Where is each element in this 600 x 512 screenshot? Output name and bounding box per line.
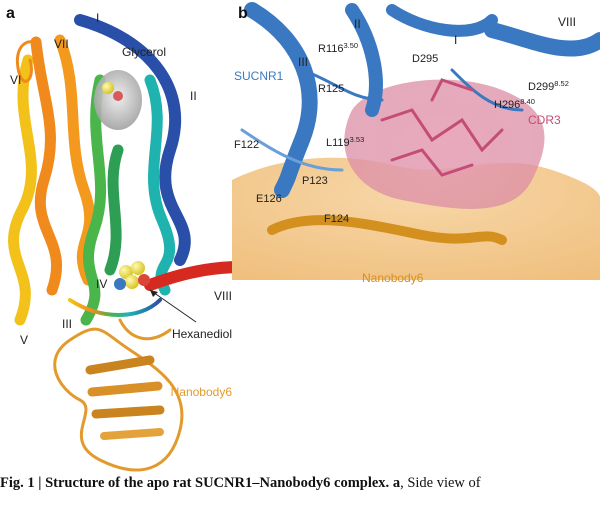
glycerol-ball: [102, 82, 114, 94]
nanobody6-structure: [55, 320, 182, 470]
panel-a: a I II III IV V VI VII VIII Glycerol Hex…: [0, 0, 232, 475]
hexanediol-arrowhead: [150, 290, 158, 297]
residue-p123: P123: [302, 175, 328, 187]
residue-r125: R125: [318, 83, 344, 95]
hexanediol-spheres: [114, 261, 150, 290]
residue-d295: D295: [412, 53, 438, 65]
residue-d299: D2998.52: [528, 79, 569, 93]
helix-label-ii: II: [190, 89, 197, 103]
hexanediol-arrow: [150, 290, 196, 322]
panel-a-letter: a: [6, 5, 15, 22]
helix-label-v: V: [20, 333, 28, 347]
panel-b-structure: b II I III VIII SUCNR1 CDR3 Nanobody6 R1…: [232, 0, 600, 300]
cdr3-label: CDR3: [528, 113, 561, 127]
helix-v-ribbon: [14, 60, 32, 320]
caption-title: Fig. 1 | Structure of the apo rat SUCNR1…: [0, 475, 393, 491]
residue-e126: E126: [256, 193, 282, 205]
hexanediol-label: Hexanediol: [172, 327, 232, 341]
helix-label-b-ii: II: [354, 17, 361, 31]
helix-bundle: [14, 20, 232, 350]
helix-label-vi: VI: [10, 73, 21, 87]
helix-label-iii: III: [62, 317, 72, 331]
nanobody6-label-a: Nanobody6: [171, 385, 232, 399]
helix-label-b-i: I: [454, 33, 457, 47]
helix-iv-ribbon: [110, 150, 118, 270]
residue-r116: R1163.50: [318, 41, 358, 55]
helix-label-b-iii: III: [298, 55, 308, 69]
figure-caption: Fig. 1 | Structure of the apo rat SUCNR1…: [0, 474, 600, 512]
helix-label-viii: VIII: [214, 289, 232, 303]
helix-label-vii: VII: [54, 37, 69, 51]
glycerol-label: Glycerol: [122, 45, 166, 59]
helix-label-b-viii: VIII: [558, 15, 576, 29]
caption-text: , Side view of: [400, 475, 481, 491]
panel-a-structure: a I II III IV V VI VII VIII Glycerol Hex…: [0, 0, 232, 475]
panel-b-letter: b: [238, 5, 248, 22]
loop-rainbow: [70, 300, 160, 315]
panel-b: b II I III VIII SUCNR1 CDR3 Nanobody6 R1…: [232, 0, 600, 300]
glycerol-ball: [113, 91, 123, 101]
helix-label-i: I: [96, 11, 99, 25]
caption-panel-a: a: [393, 475, 400, 491]
helix-vi-ribbon: [36, 42, 57, 290]
helix-label-iv: IV: [96, 277, 107, 291]
residue-f122: F122: [234, 139, 259, 151]
sucnr1-label: SUCNR1: [234, 69, 284, 83]
residue-f124: F124: [324, 213, 349, 225]
nanobody6-label-b: Nanobody6: [362, 271, 424, 285]
